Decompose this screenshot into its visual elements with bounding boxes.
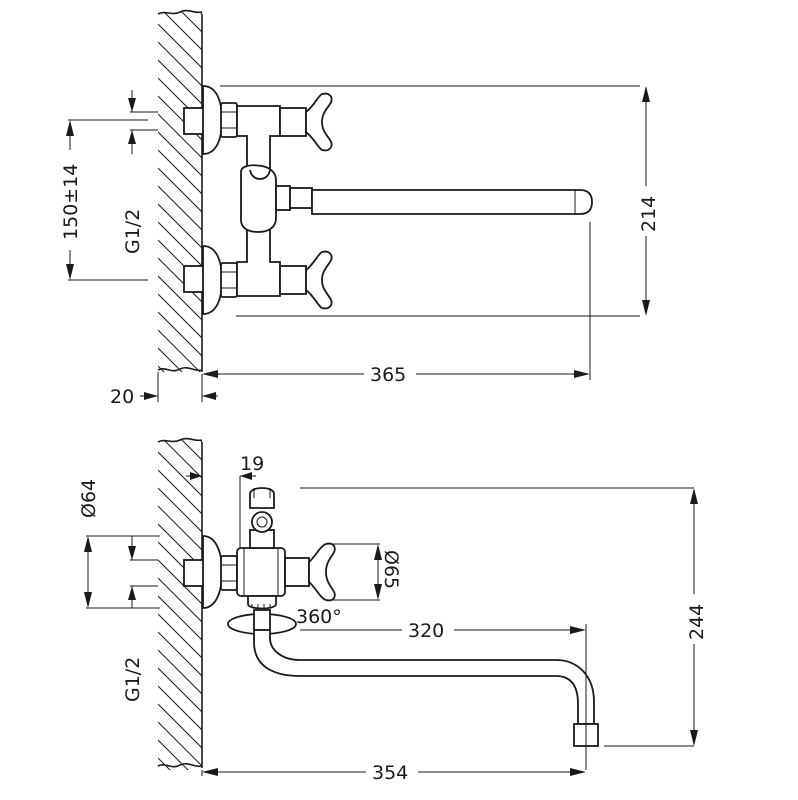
valve-head-side xyxy=(284,557,310,587)
dim-inlet-spacing: 150±14 xyxy=(60,164,82,240)
cross-handle-upper xyxy=(305,92,333,152)
shower-holder xyxy=(249,487,275,509)
eccentric-nut-upper xyxy=(220,102,238,138)
holder-ring xyxy=(251,511,273,533)
side-view: 19 Ø64 G1/2 Ø65 360° 320 244 3 xyxy=(78,437,708,784)
cross-handle-side xyxy=(308,542,336,602)
top-view: 214 150±14 G1/2 365 20 xyxy=(56,9,660,408)
eccentric-nut-side xyxy=(220,555,238,591)
dim-wall-20: 20 xyxy=(110,386,134,408)
dim-flange-64: Ø64 xyxy=(78,479,100,518)
flange-lower xyxy=(202,245,223,315)
dim-rotation-360: 360° xyxy=(296,606,342,628)
dim-total-354: 354 xyxy=(372,762,408,784)
inlet-pipe-lower xyxy=(183,265,205,293)
cross-handle-lower xyxy=(305,250,333,310)
valve-head-upper xyxy=(279,107,307,137)
wall-top xyxy=(157,9,203,372)
dim-handle-65: Ø65 xyxy=(380,550,402,589)
wall-side xyxy=(157,437,203,770)
dim-spout-reach-320: 320 xyxy=(408,620,444,642)
dim-height-244: 244 xyxy=(686,604,708,640)
inlet-pipe-side xyxy=(183,559,205,587)
diverter-body xyxy=(240,164,277,233)
diverter-knob xyxy=(247,595,277,610)
inlet-pipe-upper xyxy=(183,107,205,135)
flange-upper xyxy=(202,85,223,155)
dim-length-365: 365 xyxy=(370,364,406,386)
shower-holder-clip xyxy=(249,169,271,180)
dim-thread-side: G1/2 xyxy=(122,657,144,702)
valve-head-lower xyxy=(279,265,307,295)
flange-side xyxy=(202,535,223,609)
eccentric-nut-lower xyxy=(220,262,238,298)
dim-thread-top: G1/2 xyxy=(122,209,144,254)
spout-top xyxy=(311,189,593,215)
diverter-connector xyxy=(275,185,291,211)
spout-collar xyxy=(289,187,313,209)
curved-spout xyxy=(253,629,595,725)
dim-height-214: 214 xyxy=(638,196,660,232)
dim-offset-19: 19 xyxy=(240,453,264,475)
